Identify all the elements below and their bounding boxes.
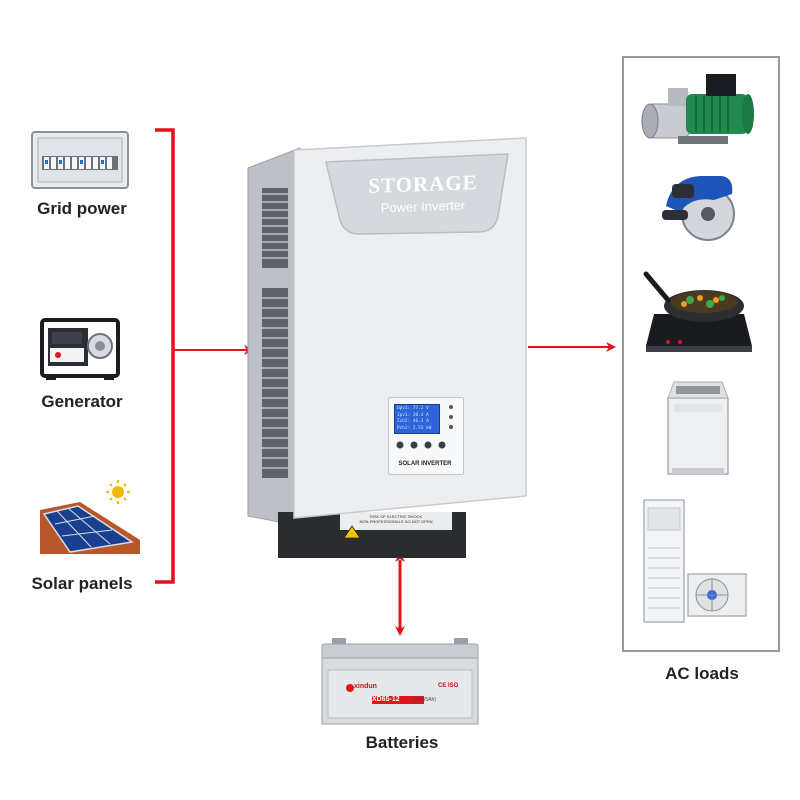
- generator-icon: [40, 318, 120, 380]
- circular-saw-icon: [662, 176, 735, 241]
- inverter-unit: [247, 137, 527, 558]
- battery-cert: CE ISO: [438, 683, 459, 689]
- source-label-solar: Solar panels: [31, 574, 133, 593]
- breaker-panel-icon: [31, 131, 129, 189]
- panel-button[interactable]: [410, 441, 418, 449]
- inverter-overlay: STORAGE Power Inverter RISK OF ELECTRIC …: [240, 128, 540, 578]
- source-label-generator: Generator: [41, 392, 123, 411]
- lcd-display: Upv1: 77.2 V Ipv1: 30.4 A Ich2: 46.3 A P…: [394, 404, 440, 434]
- lcd-line: Upv1: 77.2 V: [397, 406, 429, 411]
- lcd-line: Ich2: 46.3 A: [397, 419, 429, 424]
- solar-panel-icon: [40, 480, 140, 554]
- control-buttons: [396, 405, 453, 449]
- air-conditioner-icon: [643, 499, 747, 623]
- panel-button[interactable]: [438, 441, 446, 449]
- source-label-grid: Grid power: [37, 199, 127, 218]
- water-pump-icon: [641, 74, 754, 144]
- battery-brand: xindun: [354, 683, 377, 690]
- induction-cooker-icon: [643, 271, 752, 352]
- battery-model-suffix: (12V65Ah): [412, 697, 436, 703]
- panel-button[interactable]: [424, 441, 432, 449]
- inverter-subtitle: Power Inverter: [380, 197, 466, 216]
- panel-button[interactable]: [396, 441, 404, 449]
- loads-label: AC loads: [665, 664, 739, 683]
- battery-label: Batteries: [365, 733, 439, 752]
- lcd-line: Ipv1: 30.4 A: [397, 412, 429, 418]
- warning-line-2: NON-PROFESSIONALS DO NOT OPEN: [359, 519, 433, 524]
- washing-machine-icon: [667, 381, 729, 475]
- inverter-brand: STORAGE: [368, 170, 478, 198]
- warning-line-1: RISK OF ELECTRIC SHOCK: [369, 514, 423, 519]
- panel-label: SOLAR INVERTER: [398, 461, 452, 467]
- source-bracket: [155, 128, 175, 584]
- battery-icon: [321, 638, 479, 725]
- warning-label: RISK OF ELECTRIC SHOCK NON-PROFESSIONALS…: [340, 514, 452, 524]
- battery-model: XD65-12: [372, 696, 400, 703]
- lcd-line: Pch2: 2.53 kW: [397, 425, 432, 431]
